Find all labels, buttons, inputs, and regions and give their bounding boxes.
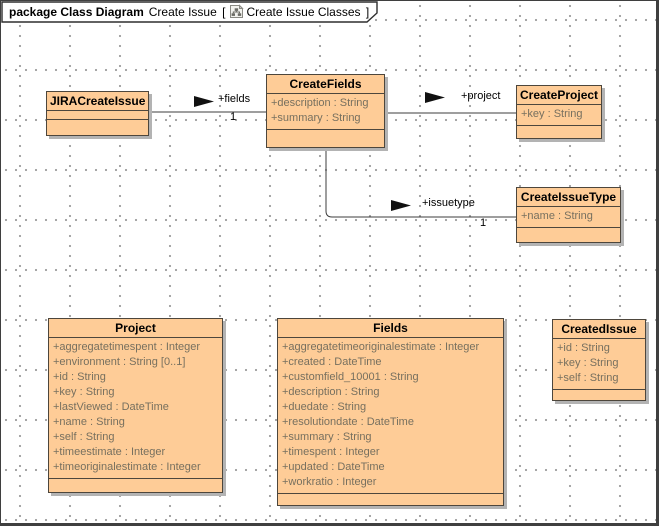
class-name: CreateFields xyxy=(267,75,384,94)
class-attributes-compartment: +name : String xyxy=(517,207,620,228)
class-attribute: +description : String xyxy=(271,97,369,109)
class-attribute: +aggregatetimeoriginalestimate : Integer xyxy=(282,341,480,353)
class-name: CreatedIssue xyxy=(553,320,645,339)
class-attributes-compartment: +id : String +key : String +self : String xyxy=(553,339,645,390)
class-attribute: +timeoriginalestimate : Integer xyxy=(53,461,201,473)
bracket-close: ] xyxy=(365,5,370,19)
class-attributes-compartment xyxy=(47,111,148,120)
class-name: CreateIssueType xyxy=(517,188,620,207)
class-operations-compartment xyxy=(517,126,601,138)
association-multiplicity-fields[interactable]: 1 xyxy=(230,111,237,123)
class-attribute: +lastViewed : DateTime xyxy=(53,401,169,413)
class-operations-compartment xyxy=(517,228,620,242)
class-attributes-compartment: +key : String xyxy=(517,105,601,126)
diagram-name: Create Issue xyxy=(148,5,217,19)
class-box-create-fields[interactable]: CreateFields +description : String +summa… xyxy=(266,74,385,148)
class-attributes-compartment: +aggregatetimeoriginalestimate : Integer… xyxy=(278,338,503,494)
class-attribute: +updated : DateTime xyxy=(282,461,385,473)
class-box-create-project[interactable]: CreateProject +key : String xyxy=(516,85,602,139)
class-attribute: +environment : String [0..1] xyxy=(53,356,186,368)
class-attributes-compartment: +description : String +summary : String xyxy=(267,94,384,130)
class-attribute: +key : String xyxy=(53,386,115,398)
class-attribute: +created : DateTime xyxy=(282,356,382,368)
class-name: Project xyxy=(49,319,222,338)
class-name: CreateProject xyxy=(517,86,601,105)
class-attribute: +self : String xyxy=(557,372,619,384)
association-issuetype-line[interactable] xyxy=(325,147,517,218)
class-operations-compartment xyxy=(553,390,645,400)
class-attribute: +key : String xyxy=(521,108,583,120)
class-attribute: +name : String xyxy=(521,210,593,222)
bracket-open: [ xyxy=(222,5,226,19)
class-name: Fields xyxy=(278,319,503,338)
association-project-arrow-icon[interactable] xyxy=(425,92,445,103)
association-role-project[interactable]: +project xyxy=(461,90,501,102)
class-operations-compartment xyxy=(47,120,148,135)
association-role-fields[interactable]: +fields xyxy=(218,93,251,105)
association-issuetype-arrow-icon[interactable] xyxy=(391,200,411,211)
class-operations-compartment xyxy=(267,130,384,147)
frame-header: package Class Diagram Create Issue [ Creat… xyxy=(9,4,371,21)
class-name: JIRACreateIssue xyxy=(47,92,148,111)
frame-context-name: Create Issue Classes xyxy=(246,5,361,19)
class-diagram-icon xyxy=(229,4,245,23)
class-attribute: +name : String xyxy=(53,416,125,428)
class-operations-compartment xyxy=(278,494,503,505)
class-box-jira-create-issue[interactable]: JIRACreateIssue xyxy=(46,91,149,136)
class-attribute: +key : String xyxy=(557,357,619,369)
frame-keyword: package Class Diagram xyxy=(9,5,144,19)
class-attribute: +timeestimate : Integer xyxy=(53,446,166,458)
class-box-create-issue-type[interactable]: CreateIssueType +name : String xyxy=(516,187,621,243)
association-fields-arrow-icon[interactable] xyxy=(194,96,214,107)
class-attribute: +id : String xyxy=(53,371,106,383)
class-attribute: +id : String xyxy=(557,342,610,354)
class-attribute: +self : String xyxy=(53,431,115,443)
class-box-project[interactable]: Project +aggregatetimespent : Integer +en… xyxy=(48,318,223,493)
class-attribute: +description : String xyxy=(282,386,380,398)
class-attributes-compartment: +aggregatetimespent : Integer +environmen… xyxy=(49,338,222,479)
class-attribute: +duedate : String xyxy=(282,401,367,413)
association-role-issuetype[interactable]: +issuetype xyxy=(422,197,475,209)
class-attribute: +aggregatetimespent : Integer xyxy=(53,341,201,353)
class-attribute: +workratio : Integer xyxy=(282,476,377,488)
class-attribute: +summary : String xyxy=(271,112,361,124)
association-multiplicity-issuetype[interactable]: 1 xyxy=(480,217,487,229)
frame-header-tab xyxy=(1,1,378,23)
class-attribute: +summary : String xyxy=(282,431,372,443)
class-box-created-issue[interactable]: CreatedIssue +id : String +key : String +s… xyxy=(552,319,646,401)
class-attribute: +customfield_10001 : String xyxy=(282,371,419,383)
class-attribute: +timespent : Integer xyxy=(282,446,380,458)
class-operations-compartment xyxy=(49,479,222,492)
class-attribute: +resolutiondate : DateTime xyxy=(282,416,414,428)
class-box-fields[interactable]: Fields +aggregatetimeoriginalestimate : … xyxy=(277,318,504,506)
